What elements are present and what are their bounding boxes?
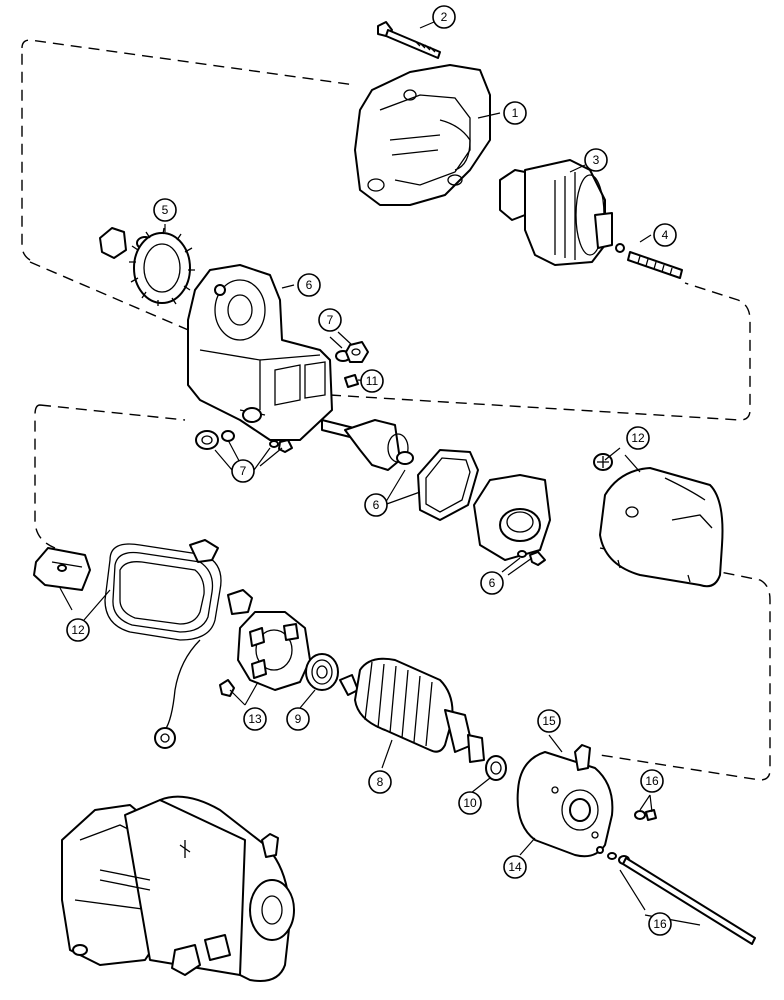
callout-circle: [297, 273, 321, 297]
callout-c12b: 12: [66, 618, 90, 642]
spring-part: [615, 243, 683, 279]
callout-c4: 4: [653, 223, 677, 247]
nut-washer-upper-part: [335, 341, 369, 388]
callout-c12a: 12: [626, 426, 650, 450]
callout-c6b: 6: [364, 493, 388, 517]
callout-c6c: 6: [480, 571, 504, 595]
yoke-frame-part: [593, 453, 724, 588]
callout-circle: [66, 618, 90, 642]
screw-small-part: [634, 809, 657, 821]
callout-c1: 1: [503, 101, 527, 125]
callout-number: 14: [508, 860, 522, 874]
assembled-starter-part: [61, 795, 295, 982]
callout-circle: [231, 459, 255, 483]
callout-circle: [653, 223, 677, 247]
callout-number: 12: [631, 431, 645, 445]
callout-c5: 5: [153, 198, 177, 222]
callout-number: 15: [542, 714, 556, 728]
callout-c8: 8: [368, 770, 392, 794]
callout-c2: 2: [432, 5, 456, 29]
callout-circle: [360, 369, 384, 393]
callout-circle: [480, 571, 504, 595]
callout-number: 10: [463, 796, 477, 810]
callout-number: 1: [512, 106, 519, 120]
callout-circle: [243, 707, 267, 731]
idler-gear-part: [99, 227, 195, 306]
callout-circle: [626, 426, 650, 450]
callout-number: 12: [71, 623, 85, 637]
callout-c7b: 7: [231, 459, 255, 483]
callout-c14: 14: [503, 855, 527, 879]
callout-number: 9: [295, 712, 302, 726]
callout-c3: 3: [584, 148, 608, 172]
callout-circle: [432, 5, 456, 29]
brush-holder-part: [219, 611, 311, 697]
callout-circle: [648, 912, 672, 936]
callout-number: 6: [489, 576, 496, 590]
callout-circle: [318, 308, 342, 332]
callout-circle: [640, 769, 664, 793]
nut-washer-lower-part: [195, 430, 293, 453]
callout-circle: [458, 791, 482, 815]
callout-number: 2: [441, 10, 448, 24]
callout-circle: [503, 855, 527, 879]
upper-group-outline: [21, 39, 751, 421]
solenoid-housing-part: [187, 264, 333, 441]
callout-c15: 15: [537, 709, 561, 733]
callout-c13: 13: [243, 707, 267, 731]
bearing-part: [305, 653, 339, 691]
callout-circle: [537, 709, 561, 733]
callout-c11: 11: [360, 369, 384, 393]
armature-part: [339, 657, 485, 763]
callout-circle: [364, 493, 388, 517]
callout-circle: [286, 707, 310, 731]
field-coil-part: [33, 539, 253, 749]
rear-bearing-part: [485, 755, 507, 781]
callout-c16a: 16: [640, 769, 664, 793]
callout-c7a: 7: [318, 308, 342, 332]
drive-housing-part: [354, 64, 491, 206]
callout-circle: [503, 101, 527, 125]
callout-number: 11: [366, 374, 379, 388]
plunger-part: [321, 419, 414, 471]
callout-number: 8: [377, 775, 384, 789]
callout-number: 4: [662, 228, 669, 242]
callout-c9: 9: [286, 707, 310, 731]
callout-number: 5: [162, 203, 169, 217]
callout-c10: 10: [458, 791, 482, 815]
callout-circle: [153, 198, 177, 222]
callout-number: 6: [306, 278, 313, 292]
solenoid-cover-part: [473, 474, 551, 566]
callout-circle: [368, 770, 392, 794]
callout-number: 7: [327, 313, 334, 327]
callout-number: 6: [373, 498, 380, 512]
callout-number: 16: [653, 917, 667, 931]
lower-group-outline: [34, 404, 771, 781]
callout-number: 7: [240, 464, 247, 478]
callout-c6a: 6: [297, 273, 321, 297]
through-bolt-part: [596, 846, 756, 945]
bolt-part: [377, 21, 441, 59]
callout-circle: [584, 148, 608, 172]
callout-number: 13: [248, 712, 262, 726]
callout-c16b: 16: [648, 912, 672, 936]
callout-number: 16: [645, 774, 659, 788]
callout-number: 3: [593, 153, 600, 167]
end-frame-part: [516, 744, 614, 858]
gasket-part: [417, 449, 479, 521]
pinion-clutch-part: [499, 159, 613, 266]
